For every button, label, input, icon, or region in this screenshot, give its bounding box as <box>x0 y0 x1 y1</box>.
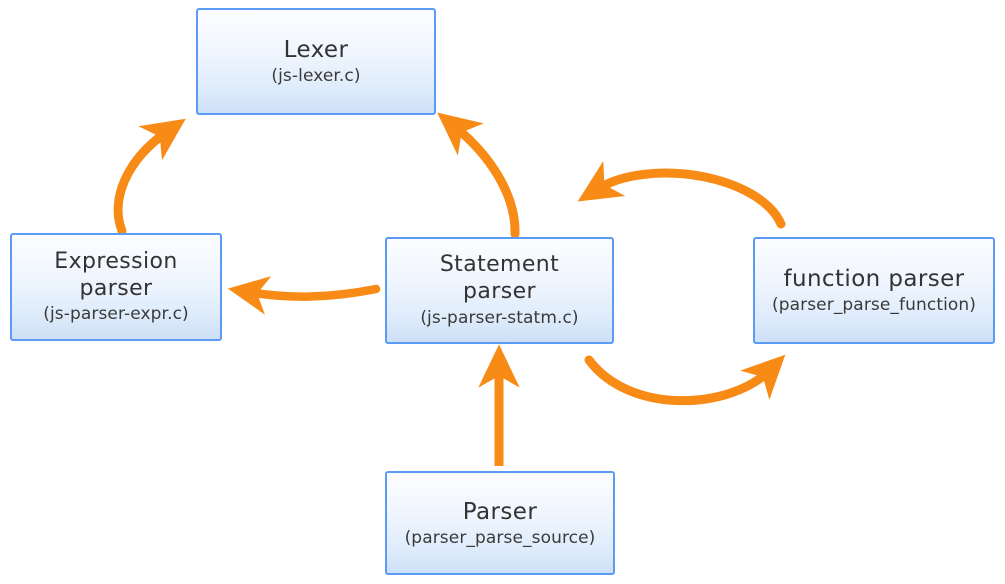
node-lexer-subtitle: (js-lexer.c) <box>271 66 361 87</box>
edge-statement-to-expression <box>227 276 381 315</box>
node-expression-parser-subtitle: (js-parser-expr.c) <box>43 304 189 325</box>
node-parser-subtitle: (parser_parse_source) <box>404 527 596 548</box>
node-expression-parser[interactable]: Expression parser (js-parser-expr.c) <box>10 233 222 341</box>
node-function-parser-subtitle: (parser_parse_function) <box>771 295 977 316</box>
node-expression-parser-title: Expression <box>54 248 178 274</box>
edge-statement-to-lexer <box>437 112 520 239</box>
node-function-parser[interactable]: function parser (parser_parse_function) <box>753 237 995 344</box>
node-function-parser-title: function parser <box>783 266 965 293</box>
edge-expression-to-lexer <box>113 118 186 236</box>
node-statement-parser-title-line2: parser <box>463 279 536 305</box>
node-parser-title: Parser <box>462 498 538 525</box>
edge-statement-to-function <box>584 354 786 406</box>
node-parser[interactable]: Parser (parser_parse_source) <box>385 471 615 575</box>
node-statement-parser[interactable]: Statement parser (js-parser-statm.c) <box>385 237 614 344</box>
edge-function-to-statement <box>577 160 786 229</box>
node-statement-parser-title: Statement <box>439 252 560 278</box>
node-lexer[interactable]: Lexer (js-lexer.c) <box>196 8 436 115</box>
node-statement-parser-subtitle: (js-parser-statm.c) <box>420 307 579 328</box>
node-expression-parser-title-line2: parser <box>79 275 153 301</box>
node-lexer-title: Lexer <box>283 37 349 64</box>
